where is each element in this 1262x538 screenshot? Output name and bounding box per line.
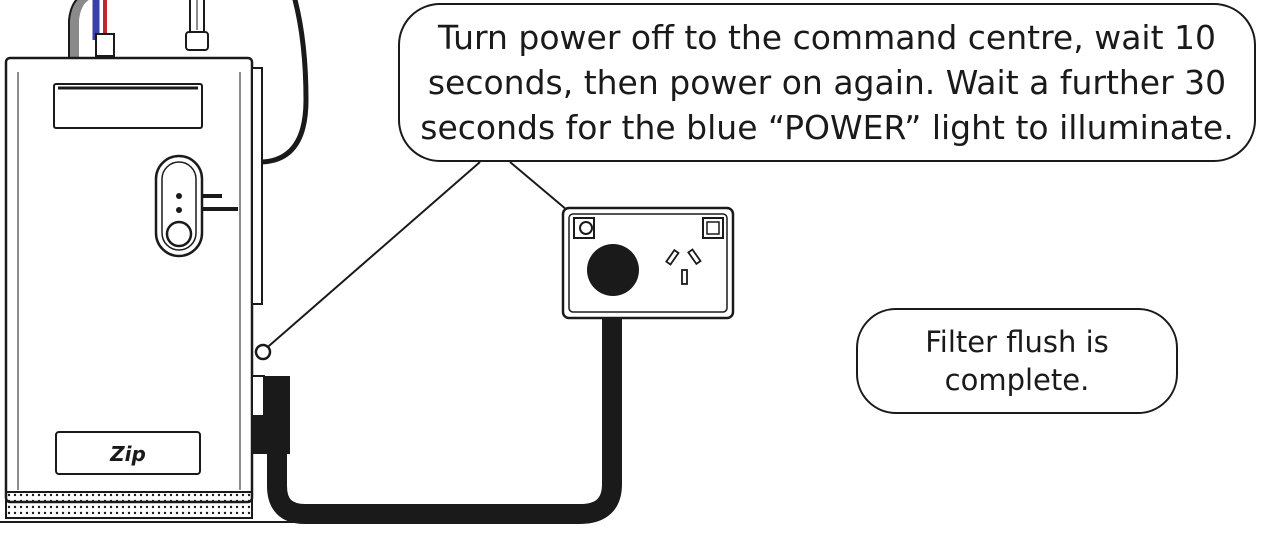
power-cable xyxy=(267,280,622,524)
supply-cables xyxy=(68,0,209,58)
result-text: Filter flush is complete. xyxy=(925,325,1109,397)
instruction-callout: Turn power off to the command centre, wa… xyxy=(398,3,1256,162)
result-callout: Filter flush is complete. xyxy=(856,308,1178,414)
instruction-line-2: seconds, then power on again. Wait a fur… xyxy=(427,63,1227,102)
callout-leaders xyxy=(254,161,587,361)
water-command-centre-icon xyxy=(4,56,263,519)
instruction-line-3: seconds for the blue “POWER” light to il… xyxy=(420,108,1234,147)
power-outlet-icon xyxy=(561,206,735,320)
brand-logo: Zip xyxy=(109,442,146,466)
power-plug-icon xyxy=(251,375,290,454)
vent-cable xyxy=(261,0,309,165)
instruction-line-1: Turn power off to the command centre, wa… xyxy=(437,18,1217,57)
